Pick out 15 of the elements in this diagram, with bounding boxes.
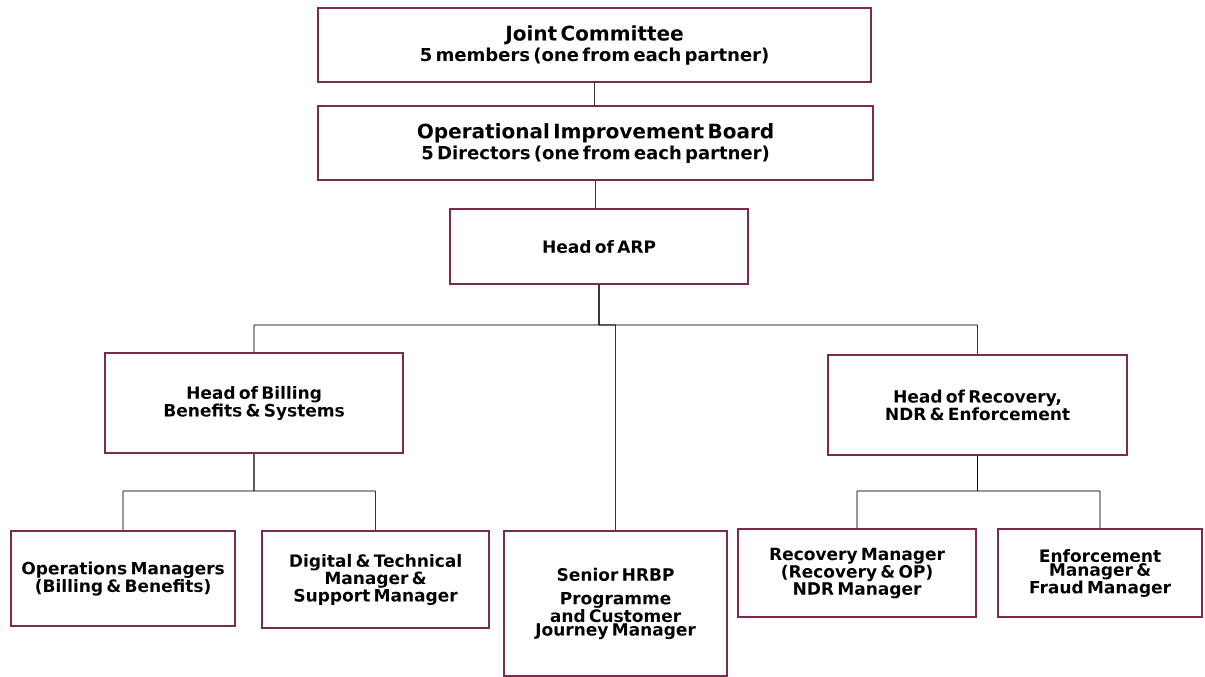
- org-box: Recovery Manager (Recovery & OP) NDR Manager: [737, 528, 977, 618]
- connector-line: [595, 180, 596, 209]
- org-box: Head of Billing Benefits & Systems: [104, 352, 404, 454]
- org-box: Digital & Technical Manager & Support Manager: [261, 530, 490, 629]
- connector-line: [598, 284, 616, 531]
- org-box: Operations Managers (Billing & Benefits): [10, 530, 236, 627]
- org-box: Joint Committee 5 members (one from each partner): [317, 7, 872, 83]
- connector-line: [977, 455, 1101, 529]
- org-box: Head of ARP: [449, 208, 749, 285]
- org-box: Head of Recovery, NDR & Enforcement: [827, 354, 1128, 456]
- org-box: Enforcement Manager & Fraud Manager: [997, 528, 1203, 618]
- org-box: Senior HRBP Programme and Customer Journey Manager: [503, 530, 728, 677]
- org-box: Operational Improvement Board 5 Directors (one from each partner): [317, 105, 874, 181]
- connector-line: [253, 453, 376, 531]
- connector-line: [594, 82, 595, 106]
